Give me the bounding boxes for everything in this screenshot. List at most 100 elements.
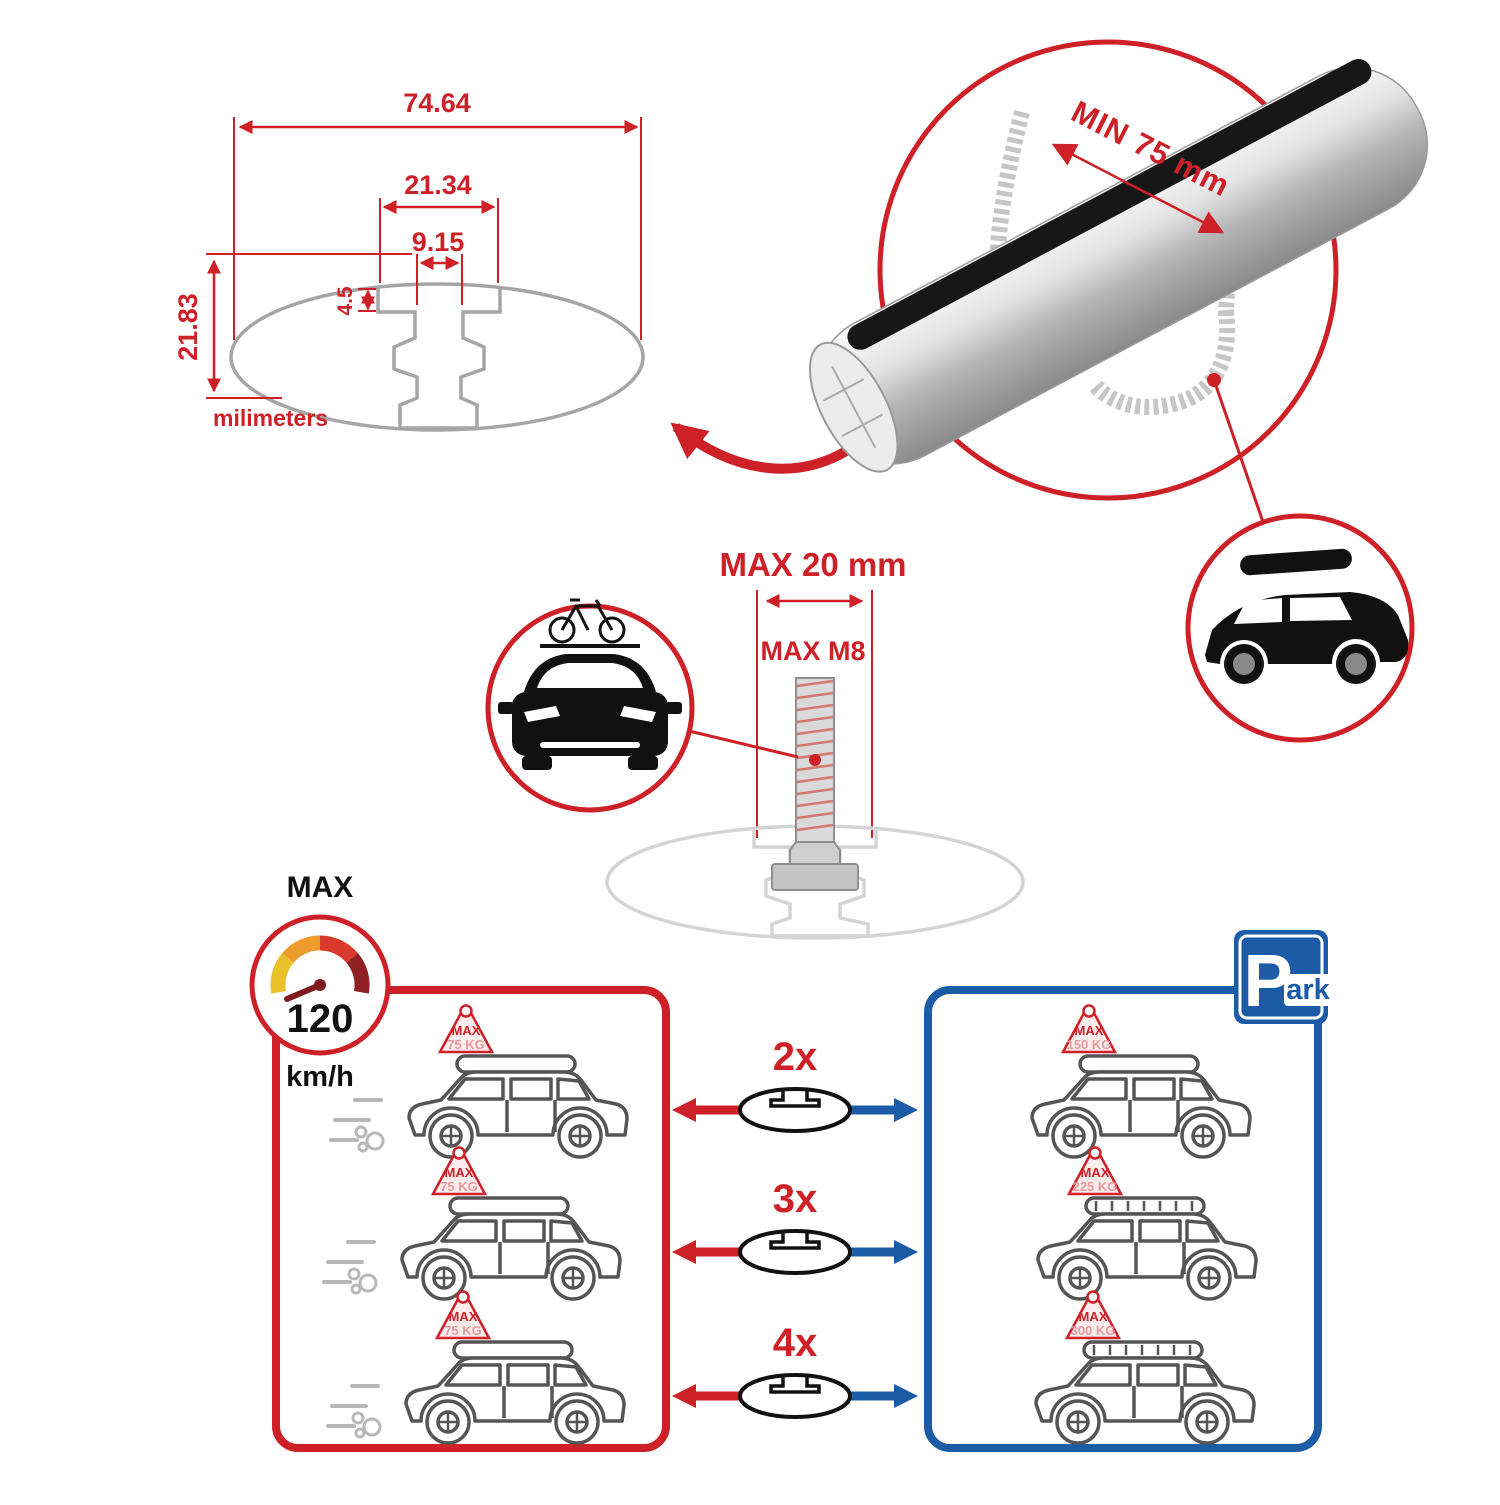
multiplier-label: 3x <box>773 1177 818 1221</box>
bar-end-webs <box>822 366 883 449</box>
speed-limit-gauge: MAX 120 km/h <box>249 871 391 1093</box>
red-arrow-head <box>672 1098 696 1122</box>
car-front-callout <box>485 598 799 813</box>
car-bumper-slot <box>540 742 640 748</box>
park-sign-chip <box>1284 974 1332 1006</box>
load-tag: MAX 75 KG <box>438 1004 494 1054</box>
bolt-max-thread-label: MAX M8 <box>760 636 865 666</box>
car-mirror-right <box>666 702 682 714</box>
car-headlight-left <box>524 706 560 722</box>
park-sign: P ark <box>1234 930 1332 1024</box>
red-arrow-head <box>672 1240 696 1264</box>
min-span-arrow <box>1051 143 1225 234</box>
load-tag: MAX 150 KG <box>1061 1004 1117 1054</box>
bolt-callout-dot <box>809 754 821 766</box>
dust-ball <box>358 1273 378 1293</box>
roof-basket-slats <box>1092 1345 1192 1355</box>
detail-circle <box>877 39 1339 501</box>
bike-icon <box>548 598 626 644</box>
speed-units: km/h <box>286 1061 354 1093</box>
tag-max-label: MAX <box>1075 1023 1104 1038</box>
units-label: milimeters <box>213 405 328 431</box>
dim-mid-width-extensions <box>379 198 499 283</box>
tag-max-label: MAX <box>1081 1165 1110 1180</box>
dust-ball <box>362 1417 382 1437</box>
blue-arrow-head <box>894 1098 918 1122</box>
tag-weight-label: 225 KG <box>1073 1179 1118 1194</box>
dim-mid-width-label: 21.34 <box>404 170 472 200</box>
cross-section-dimension-diagram: 74.64 21.34 9.15 4.5 21.83 milimeters <box>173 88 645 432</box>
crossbar-detail: MIN 75 mm <box>809 39 1429 523</box>
suv-wheel-rear-rim <box>1233 653 1255 675</box>
dust-ball <box>365 1131 385 1151</box>
aluminum-crossbar <box>809 59 1429 473</box>
dust-ball <box>354 1125 368 1139</box>
load-tag: MAX 75 KG <box>435 1290 491 1340</box>
crossbar-t-glyph <box>769 1089 821 1108</box>
dim-slot-width-label: 9.15 <box>412 227 465 257</box>
tag-weight-label: 75 KG <box>447 1037 485 1052</box>
gauge-arc-red <box>319 935 358 964</box>
multiplier-label: 2x <box>773 1035 818 1079</box>
crossbar-oval-icon <box>738 1087 852 1133</box>
blue-arrow-head <box>894 1384 918 1408</box>
dim-slot-width-extensions <box>416 254 463 305</box>
tag-weight-label: 75 KG <box>440 1179 478 1194</box>
clamp-leader-line <box>1212 379 1265 523</box>
multiplier-label: 4x <box>773 1321 818 1365</box>
bolt-t-head <box>771 863 859 891</box>
faded-t-slot <box>752 827 878 938</box>
bolt-leader-line <box>688 729 799 759</box>
dim-total-height-label: 21.83 <box>173 293 203 361</box>
tag-max-label: MAX <box>1079 1309 1108 1324</box>
roof-basket-slats <box>1094 1201 1194 1211</box>
bolt-max-width-label: MAX 20 mm <box>719 546 906 583</box>
car-wheel-right <box>628 756 658 770</box>
bolt-collar <box>789 841 841 865</box>
dust-ball <box>351 1411 365 1425</box>
blue-arrow-head <box>894 1240 918 1264</box>
car-windshield <box>537 663 643 688</box>
suv-wheel-front-rim <box>1345 653 1367 675</box>
dust-ball <box>350 1283 362 1295</box>
speed-value: 120 <box>287 997 354 1041</box>
bar-cross-section-ellipse <box>229 282 645 432</box>
park-sign-ark: ark <box>1286 974 1330 1006</box>
speed-lines <box>322 1240 376 1284</box>
dim-total-width-extensions <box>233 117 642 340</box>
dust-ball <box>347 1267 361 1281</box>
roof-box <box>1240 548 1352 576</box>
dim-notch-depth-ticks <box>358 288 376 312</box>
speed-lines <box>329 1098 383 1142</box>
gauge-arc-orange <box>282 935 321 964</box>
bolt-diagram: MAX 20 mm MAX M8 <box>605 546 1025 940</box>
load-tag: MAX 225 KG <box>1067 1146 1123 1196</box>
crossbar-oval-icon <box>738 1229 852 1275</box>
tag-max-label: MAX <box>449 1309 478 1324</box>
crossbar-t-glyph <box>769 1231 821 1250</box>
red-arrow-head <box>672 1384 696 1408</box>
suv-windows <box>1234 597 1352 624</box>
dim-total-height-extensions <box>206 253 412 399</box>
dim-notch-depth-label: 4.5 <box>334 286 357 316</box>
zoom-arrow <box>670 422 851 474</box>
row-3x: MAX 75 KG 3x MAX 225 KG <box>322 1146 1258 1301</box>
car-headlight-right <box>620 706 656 722</box>
row-2x: MAX 75 KG 2x MAX 150 KG <box>329 1004 1252 1159</box>
gauge-arc-yellow <box>270 953 294 994</box>
tag-weight-label: 150 KG <box>1067 1037 1112 1052</box>
car-mirror-left <box>498 702 514 714</box>
car-wheel-left <box>522 756 552 770</box>
bolt-threads <box>796 679 834 832</box>
suv-roofbox-callout <box>1185 513 1415 743</box>
gauge-hub <box>314 979 326 991</box>
load-tag: MAX 75 KG <box>431 1146 487 1196</box>
tag-max-label: MAX <box>452 1023 481 1038</box>
crossbar-t-glyph <box>769 1375 821 1394</box>
crossbar-oval-icon <box>738 1373 852 1419</box>
tag-weight-label: 300 KG <box>1071 1323 1116 1338</box>
speed-max-label: MAX <box>287 871 354 904</box>
tag-max-label: MAX <box>445 1165 474 1180</box>
